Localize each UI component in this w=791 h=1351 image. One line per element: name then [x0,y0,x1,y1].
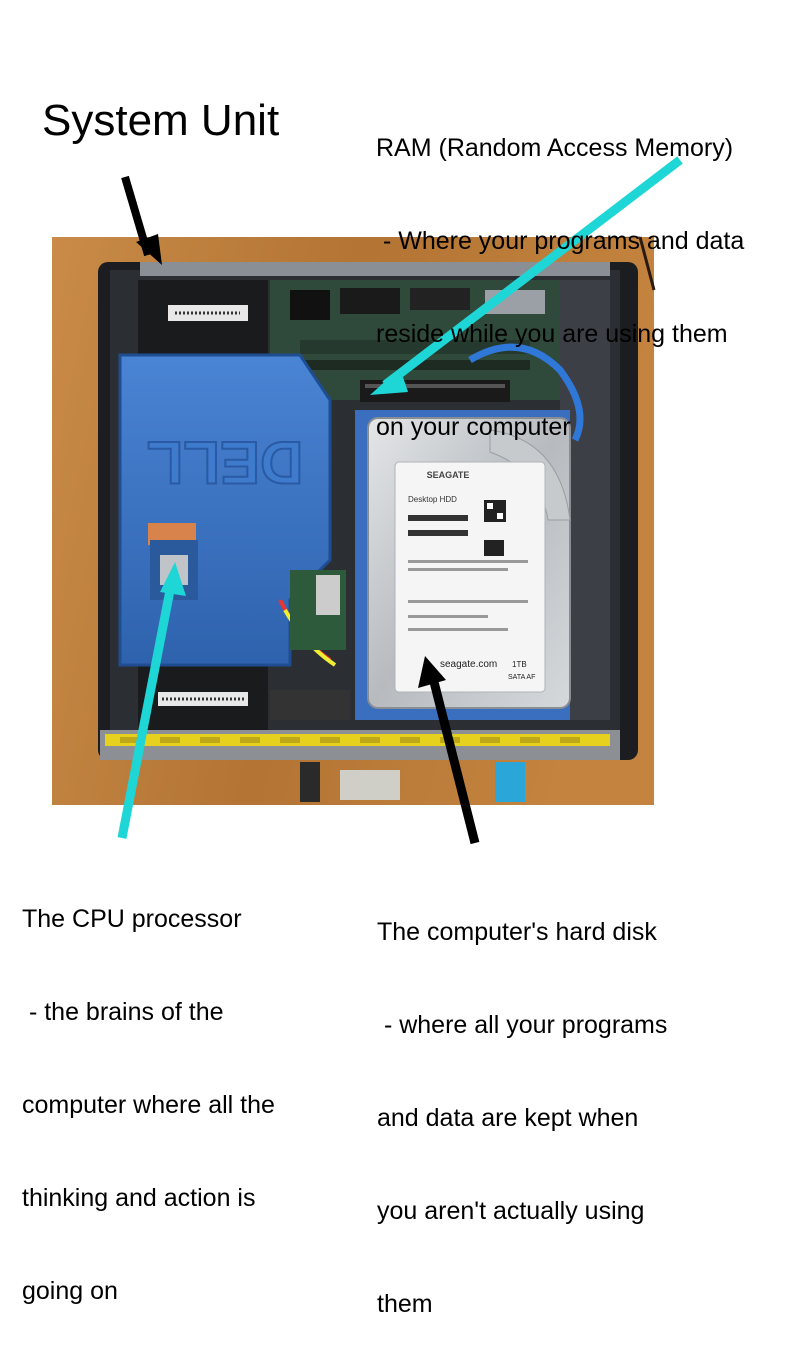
cpu-label-line: - the brains of the [22,998,224,1026]
cpu-label-line: computer where all the [22,1091,275,1119]
hard-disk-arrow [418,656,480,845]
wiring [270,570,350,720]
drive-capacity: 1TB [512,660,527,669]
ram-label-line: - Where your programs and data [376,227,745,255]
ram-label: RAM (Random Access Memory) - Where your … [376,71,744,474]
cpu-label-line: thinking and action is [22,1184,256,1212]
ram-label-line: reside while you are using them [376,320,728,348]
hard-disk-label-line: and data are kept when [377,1104,639,1132]
drive-model: Desktop HDD [408,495,457,504]
top-fan [138,280,268,360]
ram-label-line: RAM (Random Access Memory) [376,134,734,162]
hard-disk-label-line: The computer's hard disk [377,918,657,946]
drive-interface: SATA AF [508,674,535,681]
hard-disk: SEAGATE Desktop HDD seagate.com 1TB SATA… [355,410,571,720]
page-title: System Unit [42,96,280,145]
cpu-label-line: going on [22,1277,118,1305]
drive-website: seagate.com [440,659,497,670]
hard-disk-label-line: - where all your programs [377,1011,668,1039]
cpu-arrow [117,562,186,839]
front-bezel [100,730,620,802]
system-unit-arrow [121,175,162,265]
hard-disk-label: The computer's hard disk - where all you… [377,855,667,1351]
bottom-fan [138,655,268,735]
drive-brand: SEAGATE [427,470,470,480]
cpu-label: The CPU processor - the brains of the co… [22,842,275,1338]
cpu-label-line: The CPU processor [22,905,242,933]
hard-disk-label-line: them [377,1290,433,1318]
case-logo: DELL [147,429,304,496]
system-unit-photo: DELL SEAGATE Desktop HDD seagate.com 1TB… [52,156,683,845]
ram-label-line: on your computer [376,413,571,441]
ram-arrow [370,156,683,395]
hard-disk-label-line: you aren't actually using [377,1197,645,1225]
